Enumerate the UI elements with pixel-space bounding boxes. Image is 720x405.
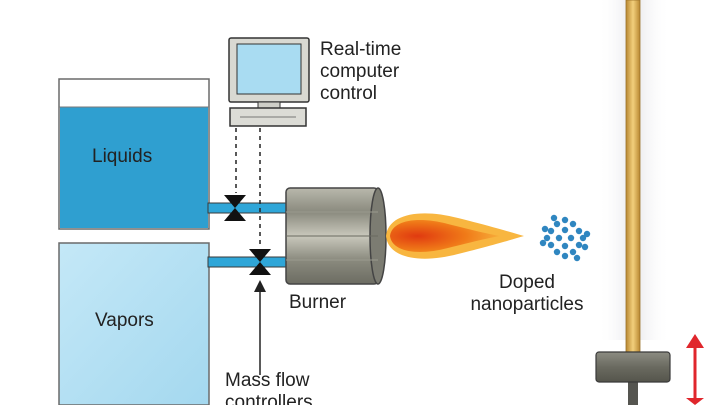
nanoparticle	[579, 234, 587, 242]
computer-control-label: Real-time computer control	[320, 39, 402, 104]
mass-flow-pointer	[254, 280, 266, 375]
nanoparticle	[581, 243, 589, 251]
nanoparticle	[573, 254, 581, 262]
nanoparticle	[583, 230, 591, 238]
nanoparticle-cluster	[539, 214, 591, 262]
nanoparticle	[561, 226, 569, 234]
nanoparticle	[575, 241, 583, 249]
burner	[285, 187, 387, 285]
nanoparticle	[569, 220, 577, 228]
liquids-tank	[58, 78, 210, 230]
control-signal-lines	[235, 128, 261, 247]
nanoparticle	[547, 227, 555, 235]
up-down-arrow-icon	[686, 334, 704, 405]
fiber-preform	[598, 0, 670, 405]
nanoparticle	[575, 227, 583, 235]
flame	[386, 213, 524, 259]
rod-holder	[595, 351, 671, 383]
doped-nanoparticles-label: Doped nanoparticles	[470, 272, 584, 315]
nanoparticle	[543, 234, 551, 242]
liquids-label: Liquids	[92, 146, 153, 167]
valve-icon	[249, 249, 271, 275]
nanoparticle	[539, 239, 547, 247]
burner-label: Burner	[289, 292, 347, 313]
pipes	[207, 202, 289, 268]
nanoparticle	[567, 234, 575, 242]
nanoparticle	[547, 241, 555, 249]
nanoparticle	[555, 234, 563, 242]
nanoparticle	[541, 225, 549, 233]
mass-flow-controllers-label: Mass flow controllers	[225, 370, 313, 405]
nanoparticle	[561, 242, 569, 250]
nanoparticle	[569, 248, 577, 256]
nanoparticle	[550, 214, 558, 222]
valve-icon	[224, 195, 246, 221]
nanoparticle	[553, 248, 561, 256]
nanoparticle	[561, 216, 569, 224]
computer-monitor-icon	[228, 37, 310, 127]
vapors-label: Vapors	[95, 310, 154, 331]
nanoparticle	[561, 252, 569, 260]
nanoparticle	[553, 220, 561, 228]
vapors-tank	[58, 242, 210, 405]
